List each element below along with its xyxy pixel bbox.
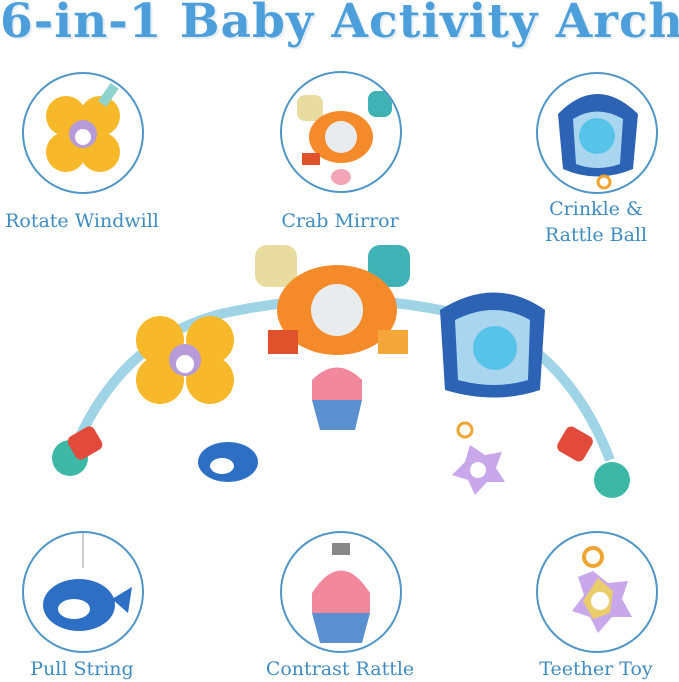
crab-mirror-circle (280, 71, 402, 193)
whale-circle (22, 531, 144, 653)
shark-rattle-circle (536, 72, 658, 194)
whale-toy (198, 442, 258, 482)
teether-circle (536, 531, 658, 653)
jellyfish-circle (280, 531, 402, 653)
teether-icon (572, 546, 632, 633)
feature-label-crab-mirror: Crab Mirror (281, 210, 399, 232)
crab-toy (255, 245, 410, 355)
jellyfish-icon (312, 543, 370, 643)
teether-toy (452, 421, 505, 495)
feature-label-rattle-ball: Rattle Ball (544, 224, 648, 246)
windmill-icon (46, 82, 120, 172)
feature-label-teether-toy: Teether Toy (539, 658, 653, 680)
jellyfish-toy (312, 367, 362, 430)
windmill-toy (136, 316, 234, 404)
feature-label-pull-string: Pull String (30, 658, 134, 680)
page-title: 6-in-1 Baby Activity Arch (0, 0, 679, 49)
whale-icon (43, 533, 132, 631)
feature-label-crinkle: Crinkle & (549, 198, 643, 220)
shark-toy (440, 292, 545, 398)
activity-arch-image (52, 245, 630, 498)
windmill-circle (22, 72, 144, 194)
crab-mirror-icon (297, 91, 392, 185)
feature-label-rotate-windmill: Rotate Windwill (5, 210, 159, 232)
feature-label-contrast-rattle: Contrast Rattle (265, 658, 415, 680)
shark-rattle-icon (558, 94, 638, 190)
